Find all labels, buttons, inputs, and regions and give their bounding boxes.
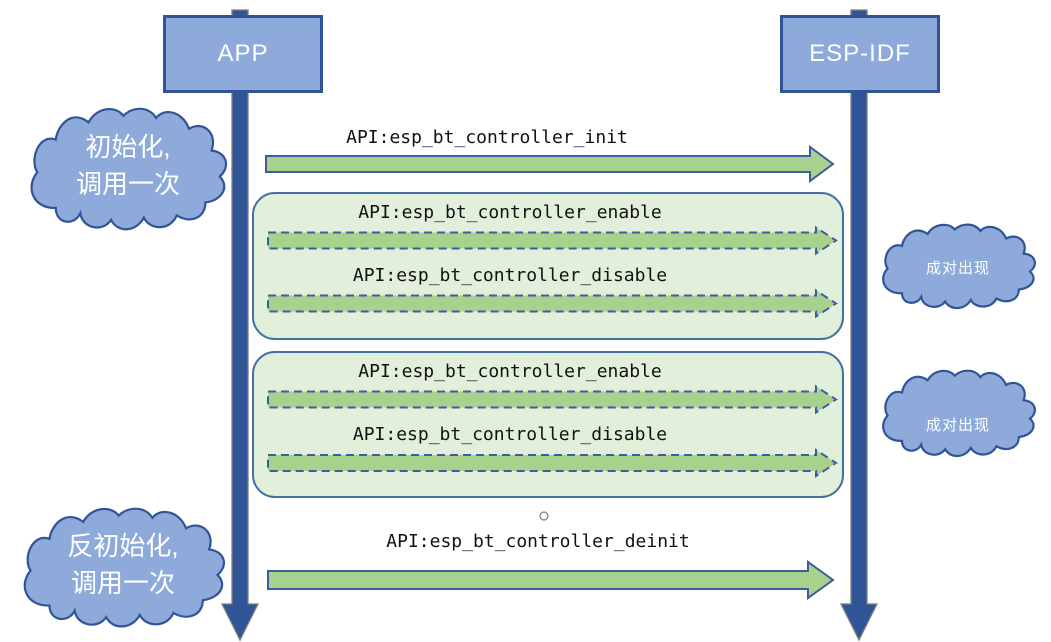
actor-app-label: APP (217, 40, 269, 67)
actor-espidf-label: ESP-IDF (809, 40, 911, 67)
deinit-arrow (267, 560, 835, 600)
ellipsis-dot-icon (539, 511, 549, 521)
init-note-line2: 调用一次 (75, 169, 180, 199)
actor-box-app: APP (163, 15, 323, 93)
espidf-lifeline (839, 9, 879, 642)
init-call-label: API:esp_bt_controller_init (346, 127, 628, 148)
disable-call-label-1: API:esp_bt_controller_disable (352, 265, 668, 286)
pair-note-text-1: 成对出现 (925, 260, 990, 277)
deinit-note-text: 反初始化, 调用一次 (28, 528, 218, 602)
deinit-note-line1: 反初始化, (67, 531, 179, 561)
enable-call-label-1: API:esp_bt_controller_enable (358, 202, 662, 223)
app-lifeline (220, 9, 260, 642)
deinit-note-line2: 调用一次 (70, 568, 175, 598)
deinit-call-label: API:esp_bt_controller_deinit (386, 531, 690, 552)
pair-note-text-2: 成对出现 (925, 417, 990, 434)
init-arrow (265, 145, 835, 183)
disable-call-label-2: API:esp_bt_controller_disable (352, 424, 668, 445)
actor-box-espidf: ESP-IDF (780, 15, 940, 93)
init-note-line1: 初始化, (85, 132, 171, 162)
enable-call-label-2: API:esp_bt_controller_enable (358, 361, 662, 382)
init-note-text: 初始化, 调用一次 (38, 129, 218, 203)
